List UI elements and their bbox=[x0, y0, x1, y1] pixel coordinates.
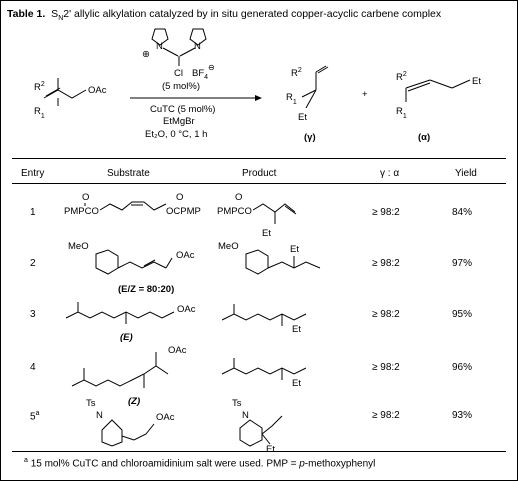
footnote-sup: a bbox=[24, 457, 28, 464]
row1-substrate: PMPCO O OCPMP O bbox=[64, 192, 201, 217]
row3-substrate: OAc (E) bbox=[65, 302, 196, 343]
ratio-cell: ≥ 98:2 bbox=[372, 410, 400, 421]
entry-cell: 3 bbox=[30, 309, 36, 320]
gamma-label: (γ) bbox=[304, 132, 316, 143]
prod4-et: Et bbox=[292, 378, 301, 389]
sub5-n: N bbox=[96, 410, 103, 421]
alpha-r2: R2 bbox=[396, 71, 407, 83]
header-substrate: Substrate bbox=[107, 168, 150, 179]
footnote-italic: p bbox=[299, 458, 305, 470]
gamma-et: Et bbox=[298, 112, 307, 123]
header-entry: Entry bbox=[21, 168, 45, 179]
svg-text:O: O bbox=[235, 192, 242, 203]
plus-charge: ⊕ bbox=[142, 49, 150, 60]
gamma-r2: R2 bbox=[291, 67, 302, 79]
sub1-left: PMPCO bbox=[64, 206, 99, 217]
gamma-r1: R1 bbox=[286, 92, 297, 106]
rule-top bbox=[12, 158, 506, 159]
sub2-meo: MeO bbox=[68, 241, 89, 252]
row2-product: MeO Et bbox=[218, 241, 321, 275]
ratio-cell: ≥ 98:2 bbox=[372, 362, 400, 373]
title-rest: 2' allylic alkylation catalyzed by in si… bbox=[63, 8, 442, 20]
sub4-oac: OAc bbox=[168, 345, 187, 356]
reagent-bf4: BF4⊖ bbox=[192, 63, 215, 81]
sub3-oac: OAc bbox=[177, 304, 196, 315]
row2-substrate: MeO OAc (E/Z = 80:20) bbox=[68, 241, 195, 295]
yield-cell: 97% bbox=[452, 258, 473, 269]
row3-product: Et bbox=[221, 304, 307, 335]
entry-cell: 2 bbox=[30, 258, 36, 269]
header-ratio: γ : α bbox=[380, 168, 400, 179]
prod1-et: Et bbox=[262, 228, 271, 239]
row4-product: Et bbox=[221, 358, 307, 389]
substrate-r2: R2 bbox=[34, 81, 45, 93]
prod2-et: Et bbox=[290, 244, 299, 255]
reagent-cl: Cl bbox=[174, 68, 183, 79]
amidinium-structure: N N ⊕ Cl BF4⊖ (5 mol%) bbox=[142, 28, 215, 92]
title-sub: N bbox=[58, 15, 64, 23]
row5-substrate: Ts N OAc bbox=[86, 398, 175, 447]
yield-cell: 93% bbox=[452, 410, 473, 421]
alpha-label: (α) bbox=[418, 132, 430, 143]
rule-header bbox=[12, 183, 506, 184]
condition-solvent: Et₂O, 0 °C, 1 h bbox=[145, 129, 207, 140]
footnote: a 15 mol% CuTC and chloroamidinium salt … bbox=[24, 457, 375, 469]
ratio-cell: ≥ 98:2 bbox=[372, 258, 400, 269]
sub2-oac: OAc bbox=[176, 250, 195, 261]
ratio-cell: ≥ 98:2 bbox=[372, 207, 400, 218]
prod5-ts: Ts bbox=[232, 398, 242, 409]
row1-product: PMPCO O Et bbox=[217, 192, 297, 239]
gamma-product: R2 R1 Et (γ) bbox=[286, 65, 329, 143]
yield-cell: 96% bbox=[452, 362, 473, 373]
row4-substrate: OAc (Z) bbox=[71, 345, 187, 407]
rule-bottom bbox=[12, 451, 506, 452]
sub5-oac: OAc bbox=[156, 412, 175, 423]
yield-cell: 95% bbox=[452, 309, 473, 320]
n-right: N bbox=[194, 41, 201, 52]
header-product: Product bbox=[242, 168, 277, 179]
plus-sign: + bbox=[362, 89, 368, 100]
condition-cutc: CuTC (5 mol%) bbox=[150, 104, 215, 115]
table-title: Table 1. SN2' allylic alkylation catalyz… bbox=[7, 8, 442, 23]
entry-cell: 4 bbox=[30, 362, 36, 373]
entry-cell: 5a bbox=[30, 410, 40, 423]
header-yield: Yield bbox=[455, 168, 477, 179]
footnote-text: 15 mol% CuTC and chloroamidinium salt we… bbox=[30, 458, 300, 470]
prod5-n: N bbox=[242, 410, 249, 421]
n-left: N bbox=[156, 41, 163, 52]
condition-etmgbr: EtMgBr bbox=[163, 116, 195, 127]
alpha-r1: R1 bbox=[396, 106, 407, 120]
prod3-et: Et bbox=[292, 324, 301, 335]
sub5-ts: Ts bbox=[86, 398, 96, 409]
prod1-left: PMPCO bbox=[217, 206, 252, 217]
substrate-structure: R2 R1 OAc bbox=[34, 78, 107, 120]
sub3-tag: (E) bbox=[120, 332, 133, 343]
alpha-product: R2 R1 Et (α) bbox=[396, 71, 481, 143]
svg-text:O: O bbox=[176, 192, 183, 203]
row5-product: Ts N Et bbox=[232, 398, 283, 455]
reaction-scheme: R2 R1 OAc N N ⊕ Cl BF4⊖ (5 mol%) CuTC (5… bbox=[34, 28, 481, 143]
entry-cell: 1 bbox=[30, 207, 36, 218]
yield-cell: 84% bbox=[452, 207, 473, 218]
prod2-meo: MeO bbox=[218, 241, 239, 252]
sub2-ez: (E/Z = 80:20) bbox=[118, 284, 174, 295]
sub4-tag: (Z) bbox=[128, 396, 140, 407]
prod5-et: Et bbox=[266, 444, 275, 455]
sub1-right: OCPMP bbox=[166, 206, 201, 217]
svg-text:O: O bbox=[82, 192, 89, 203]
reagent-mol: (5 mol%) bbox=[162, 81, 200, 92]
alpha-et: Et bbox=[472, 76, 481, 87]
title-s: S bbox=[51, 8, 59, 20]
substrate-r1: R1 bbox=[34, 106, 45, 120]
substrate-oac: OAc bbox=[88, 85, 107, 96]
table-label: Table 1 bbox=[7, 8, 43, 20]
footnote-end: -methoxyphenyl bbox=[304, 458, 376, 470]
ratio-cell: ≥ 98:2 bbox=[372, 309, 400, 320]
